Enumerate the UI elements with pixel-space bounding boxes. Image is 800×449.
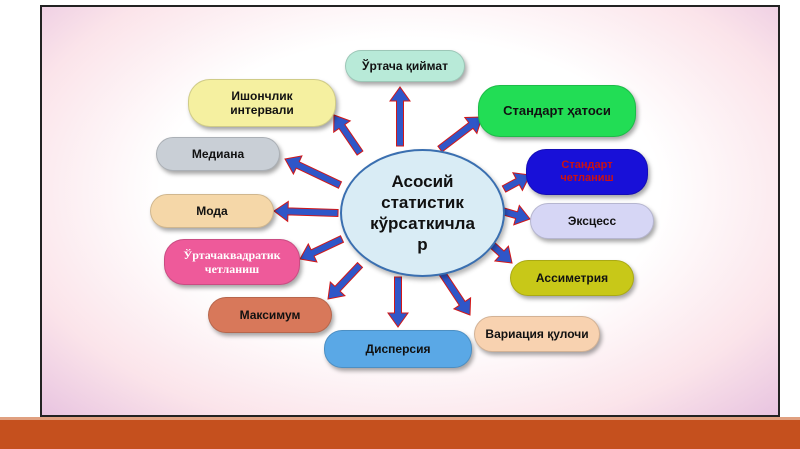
footer-bar	[0, 420, 800, 449]
node-rms-deviation: Ўртачаквадратик четланиш	[164, 239, 300, 285]
arrow-to-maximum	[327, 261, 364, 300]
arrow-to-std-deviation	[501, 172, 531, 193]
node-dispersion: Дисперсия	[324, 330, 472, 368]
arrow-to-mode	[273, 200, 339, 223]
center-label-line1: Асосий	[391, 171, 454, 191]
node-confidence-interval-line2: интервали	[230, 103, 294, 117]
node-mode: Мода	[150, 194, 274, 228]
node-rms-deviation-line2: четланиш	[204, 262, 260, 276]
node-std-deviation-line2: четланиш	[560, 172, 614, 184]
node-rms-deviation-line1: Ўртачаквадратик	[183, 247, 281, 262]
node-std-deviation-line1: Стандарт	[561, 158, 613, 171]
node-mode-label: Мода	[196, 203, 228, 218]
node-excess: Эксцесс	[530, 203, 654, 239]
footer-highlight	[0, 417, 800, 420]
arrow-to-confidence-interval	[333, 114, 364, 156]
arrows-layer	[273, 86, 531, 328]
node-mean: Ўртача қиймат	[345, 50, 465, 82]
arrow-to-dispersion	[387, 276, 409, 328]
arrow-to-rms-deviation	[299, 235, 345, 263]
node-median: Медиана	[156, 137, 280, 171]
center-label-line4: р	[417, 235, 428, 255]
node-variation-range: Вариация қулочи	[474, 316, 600, 352]
node-mean-label: Ўртача қиймат	[362, 58, 448, 73]
node-median-label: Медиана	[191, 146, 245, 161]
node-variation-range-label: Вариация қулочи	[485, 326, 589, 341]
node-confidence-interval-line1: Ишончлик	[231, 88, 293, 103]
center-ellipse: Асосий статистик кўрсаткичла р	[340, 149, 505, 277]
node-standard-error-label: Стандарт ҳатоси	[503, 103, 611, 119]
node-confidence-interval: Ишончлик интервали	[188, 79, 336, 127]
node-maximum: Максимум	[208, 297, 332, 333]
center-label-line3: кўрсаткичла	[370, 214, 475, 233]
arrow-to-standard-error	[437, 116, 483, 153]
arrow-to-variation-range	[438, 270, 472, 316]
node-maximum-label: Максимум	[239, 307, 301, 322]
center-label-line2: статистик	[381, 192, 464, 212]
node-asymmetry: Ассиметрия	[510, 260, 634, 296]
node-dispersion-label: Дисперсия	[365, 341, 431, 356]
slide-frame: Асосий статистик кўрсаткичла р Ўртача қи…	[40, 5, 780, 417]
node-excess-label: Эксцесс	[567, 213, 617, 228]
arrow-to-median	[284, 155, 343, 189]
node-std-deviation: Стандарт четланиш	[526, 149, 648, 195]
node-standard-error: Стандарт ҳатоси	[478, 85, 636, 137]
arrow-to-excess	[500, 204, 531, 226]
arrow-to-mean	[389, 86, 411, 147]
node-asymmetry-label: Ассиметрия	[535, 270, 609, 285]
